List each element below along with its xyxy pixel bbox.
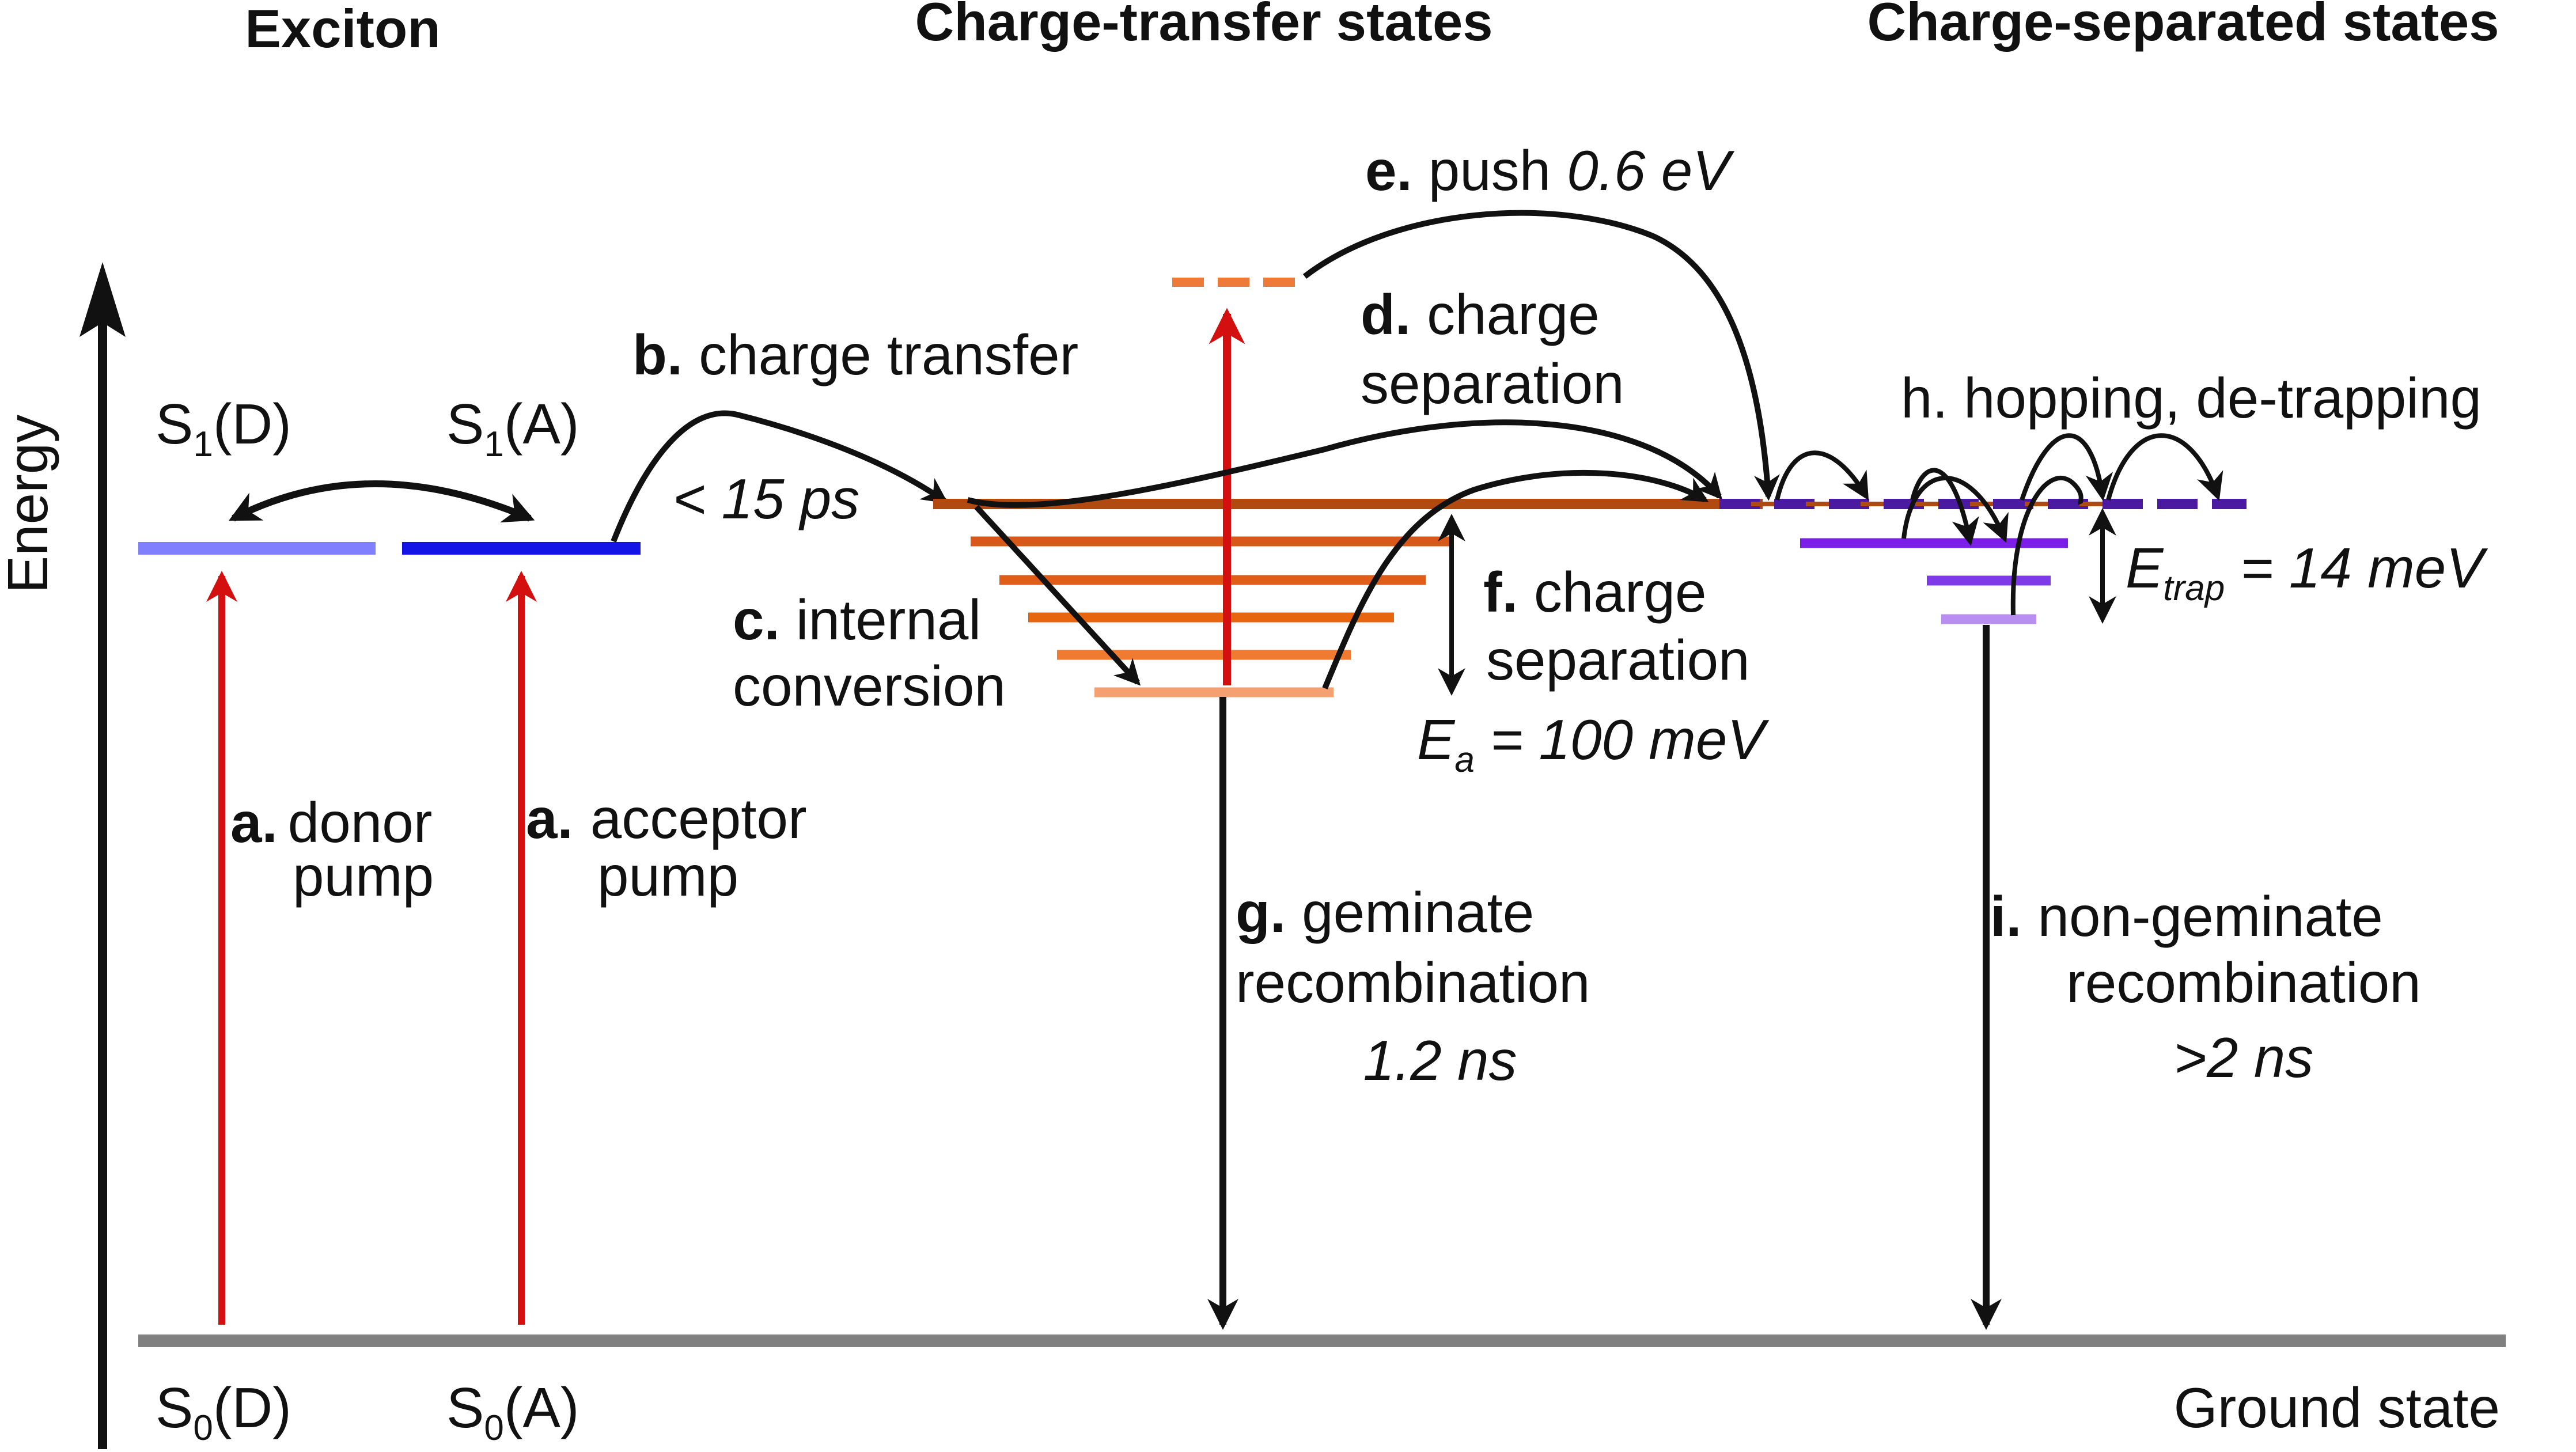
hopping-arrow-6 bbox=[1910, 468, 1979, 546]
label-g-line2: recombination bbox=[1236, 951, 1590, 1014]
s1-acceptor-label: S1(A) bbox=[446, 392, 579, 464]
label-a-donor-line1: a.donor bbox=[230, 791, 432, 854]
label-i-time: >2 ns bbox=[2174, 1026, 2313, 1089]
label-a-acceptor-line2: pump bbox=[597, 844, 738, 908]
energy-axis-label: Energy bbox=[0, 415, 59, 594]
s0-donor-label: S0(D) bbox=[156, 1376, 291, 1448]
s0-acceptor-label: S0(A) bbox=[446, 1376, 579, 1448]
label-h-hopping: h. hopping, de-trapping bbox=[1901, 366, 2482, 430]
hopping-arrow-4 bbox=[2020, 433, 2113, 501]
charge-separation-arrow-d bbox=[967, 419, 1722, 508]
label-b-charge-transfer: b.charge transfer bbox=[632, 323, 1078, 386]
energy-axis-arrowhead bbox=[79, 262, 126, 337]
label-d-line2: separation bbox=[1361, 352, 1624, 415]
label-i-line1: i.non-geminate bbox=[1990, 885, 2383, 948]
exciton-coupling-arrow bbox=[228, 480, 535, 523]
label-i-line2: recombination bbox=[2066, 951, 2421, 1014]
label-g-line1: g.geminate bbox=[1236, 881, 1534, 944]
label-a-donor-line2: pump bbox=[293, 844, 434, 908]
hopping-arrow-3 bbox=[2010, 475, 2083, 616]
label-f-line1: f.charge bbox=[1483, 560, 1707, 624]
charge-separation-arrow-f bbox=[1322, 469, 1709, 689]
hopping-arrow-5 bbox=[2106, 433, 2223, 501]
push-arrow bbox=[1302, 210, 1780, 501]
label-d-line1: d.charge bbox=[1361, 283, 1600, 346]
label-g-time: 1.2 ns bbox=[1363, 1029, 1517, 1092]
ground-state-label: Ground state bbox=[2173, 1376, 2500, 1439]
label-a-acceptor-line1: a.acceptor bbox=[526, 787, 807, 850]
s1-donor-label: S1(D) bbox=[156, 392, 291, 464]
label-c-line2: conversion bbox=[733, 654, 1006, 718]
hopping-arrow-1 bbox=[1775, 450, 1869, 501]
label-b-time: < 15 ps bbox=[673, 467, 859, 530]
label-c-line1: c.internal bbox=[733, 588, 981, 651]
internal-conversion-arrow bbox=[974, 505, 1141, 686]
header-exciton: Exciton bbox=[245, 0, 441, 59]
label-f-line2: separation bbox=[1486, 628, 1750, 692]
label-etrap: Etrap = 14 meV bbox=[2126, 536, 2488, 608]
charge-transfer-arrow bbox=[611, 410, 949, 543]
header-charge-separated-states: Charge-separated states bbox=[1867, 0, 2499, 52]
label-ea: Ea = 100 meV bbox=[1417, 708, 1769, 780]
header-charge-transfer-states: Charge-transfer states bbox=[915, 0, 1492, 52]
